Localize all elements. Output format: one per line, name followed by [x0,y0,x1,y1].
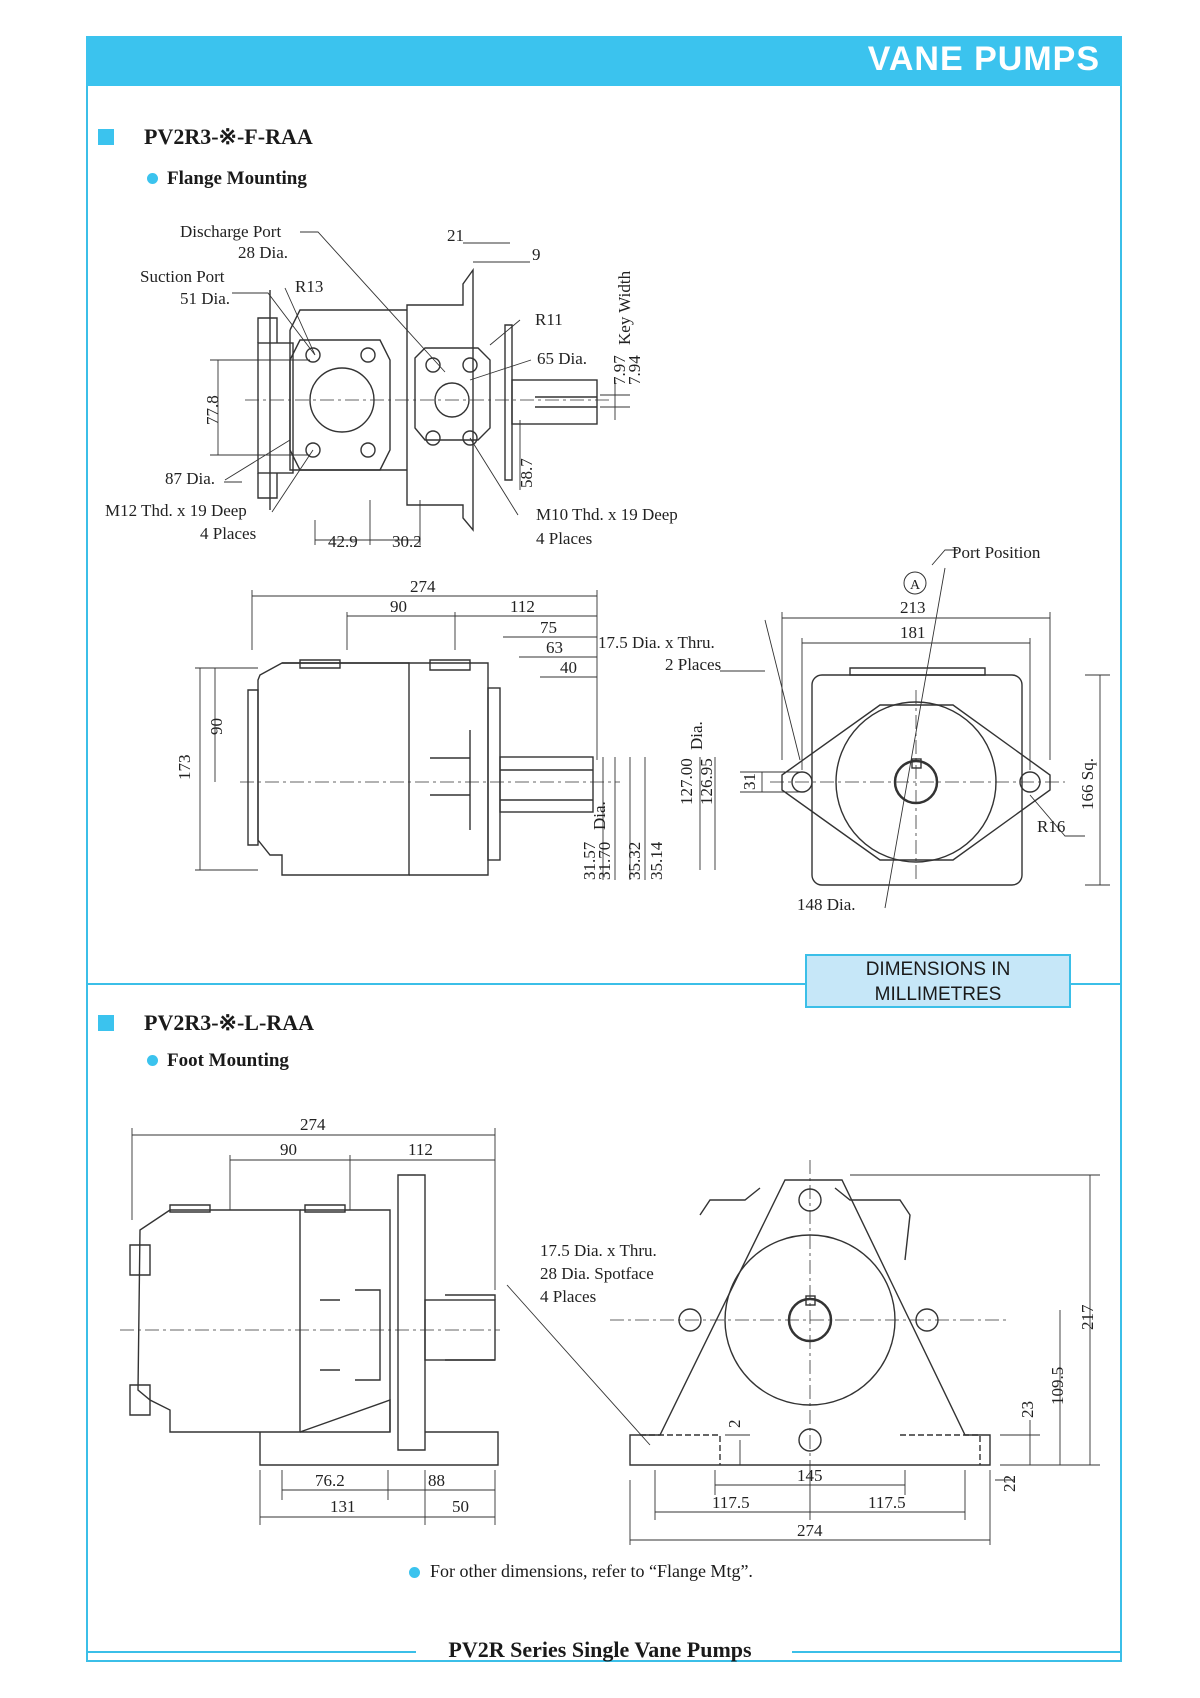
dim-90-v: 90 [207,718,226,735]
label-m10: M10 Thd. x 19 Deep [536,505,678,524]
bullet-icon [409,1567,420,1578]
dim-31-70: 31.70 [595,842,614,880]
dim-117-5-right: 117.5 [868,1493,906,1512]
dim-145: 145 [797,1466,823,1485]
section1-subtitle: Flange Mounting [167,168,307,189]
label-2-places: 2 Places [665,655,721,674]
dim-173: 173 [175,755,194,781]
dim-274: 274 [410,577,436,596]
label-port-a: A [910,578,921,593]
label-148-dia: 148 Dia. [797,895,856,914]
label-thru-2: 17.5 Dia. x Thru. [540,1241,657,1260]
dim-166-sq: 166 Sq. [1078,758,1097,810]
label-discharge-port: Discharge Port [180,222,281,241]
dim-90-foot: 90 [280,1140,297,1159]
label-suction-port: Suction Port [140,267,225,286]
section1-title: PV2R3-※-F-RAA [144,124,313,149]
dim-7-94: 7.94 [625,355,644,385]
dim-22: 22 [1000,1475,1019,1492]
label-discharge-dia: 28 Dia. [238,243,288,262]
dim-30-2: 30.2 [392,532,422,551]
dimensions-note-line2: MILLIMETRES [874,984,1002,1005]
dim-112: 112 [510,597,535,616]
label-r16: R16 [1037,817,1065,836]
section-divider [86,983,1122,985]
port-a-marker [903,571,927,595]
label-suction-dia: 51 Dia. [180,289,230,308]
bullet-icon [147,173,158,184]
footnote: For other dimensions, refer to “Flange M… [430,1561,753,1581]
label-m12-places: 4 Places [200,524,256,543]
section-square-icon [98,129,114,145]
label-m12: M12 Thd. x 19 Deep [105,501,247,520]
dim-213: 213 [900,598,926,617]
label-m10-places: 4 Places [536,529,592,548]
dim-109-5: 109.5 [1048,1367,1067,1405]
dim-217: 217 [1078,1304,1097,1330]
dim-9: 9 [532,245,541,264]
header-bar [86,36,1122,86]
label-spotface: 28 Dia. Spotface [540,1264,654,1283]
dim-23: 23 [1018,1401,1037,1418]
dim-50: 50 [452,1497,469,1516]
footer-rule-left [86,1651,416,1653]
label-dia-pilot: Dia. [687,721,706,750]
section2-title: PV2R3-※-L-RAA [144,1010,314,1035]
dim-131: 131 [330,1497,356,1516]
label-65-dia: 65 Dia. [537,349,587,368]
label-port-position: Port Position [952,543,1041,562]
dim-76-2: 76.2 [315,1471,345,1490]
label-dia-shaft: Dia. [590,801,609,830]
dim-90: 90 [390,597,407,616]
label-thru-1: 17.5 Dia. x Thru. [598,633,715,652]
dim-35-14: 35.14 [647,841,666,880]
bullet-icon [147,1055,158,1066]
dim-88: 88 [428,1471,445,1490]
dim-127-00: 127.00 [677,758,696,805]
footer-rule-right [792,1651,1122,1653]
dim-31-57: 31.57 [580,841,599,880]
dim-21: 21 [447,226,464,245]
label-r11: R11 [535,310,563,329]
dim-58-7: 58.7 [517,458,536,488]
section2-subtitle: Foot Mounting [167,1050,289,1071]
dim-42-9: 42.9 [328,532,358,551]
dim-126-95: 126.95 [697,758,716,805]
dim-117-5-left: 117.5 [712,1493,750,1512]
dim-31: 31 [740,773,759,790]
label-r13: R13 [295,277,323,296]
dimensions-note-line1: DIMENSIONS IN [865,959,1011,980]
label-key-width: Key Width [615,270,634,345]
dim-274-foot: 274 [300,1115,326,1134]
dim-35-32: 35.32 [625,842,644,880]
section-square-icon [98,1015,114,1031]
dim-112-foot: 112 [408,1140,433,1159]
dim-274-front: 274 [797,1521,823,1540]
dim-7-97: 7.97 [610,355,629,385]
dim-77-8: 77.8 [203,395,222,425]
label-4-places: 4 Places [540,1287,596,1306]
dim-75: 75 [540,618,557,637]
dim-2: 2 [725,1420,744,1429]
dim-63: 63 [546,638,563,657]
footer-title: PV2R Series Single Vane Pumps [448,1637,752,1662]
dim-40: 40 [560,658,577,677]
header-title: VANE PUMPS [867,40,1100,78]
dimensions-note-box: DIMENSIONS IN MILLIMETRES [805,954,1071,1008]
dim-181: 181 [900,623,926,642]
label-87-dia: 87 Dia. [165,469,215,488]
